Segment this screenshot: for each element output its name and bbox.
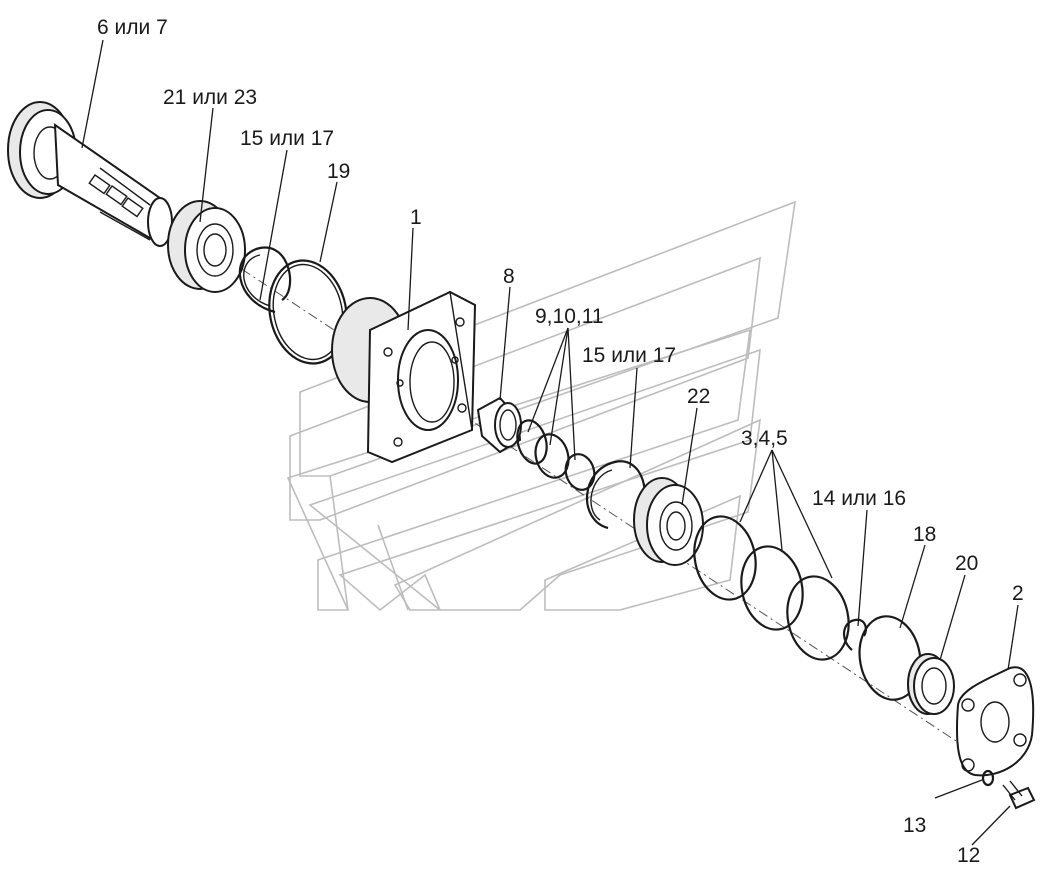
snap-ring-15-17-a	[238, 246, 292, 314]
bearing-21-23	[167, 200, 246, 293]
label-1: 1	[410, 206, 422, 229]
label-12: 12	[957, 844, 980, 867]
watermark-logo	[286, 200, 796, 612]
label-13: 13	[903, 814, 926, 837]
label-15-or-17-a: 15 или 17	[240, 127, 334, 150]
label-20: 20	[955, 552, 978, 575]
label-2: 2	[1012, 582, 1024, 605]
label-15-or-17-b: 15 или 17	[582, 344, 676, 367]
snap-ring-inner-b	[590, 469, 613, 521]
label-9-10-11: 9,10,11	[535, 305, 604, 328]
shaft-part	[7, 101, 173, 247]
bearing-22	[633, 477, 704, 566]
cover-2	[955, 666, 1035, 777]
label-8: 8	[503, 265, 515, 288]
bushing-8	[476, 396, 522, 454]
housing-part	[331, 290, 477, 464]
label-19: 19	[327, 160, 350, 183]
o-ring-19	[268, 259, 348, 365]
o-ring-18	[858, 615, 922, 701]
snap-ring-inner-a	[243, 254, 271, 307]
label-6-or-7: 6 или 7	[97, 16, 168, 39]
leader-lines	[81, 39, 1019, 846]
label-14-or-16: 14 или 16	[812, 487, 906, 510]
seal-20	[907, 653, 955, 715]
label-22: 22	[687, 385, 710, 408]
bolt-12	[1002, 780, 1036, 810]
shims-3-4-5	[693, 515, 850, 661]
label-21-or-23: 21 или 23	[163, 86, 257, 109]
label-18: 18	[913, 523, 936, 546]
washer-13	[981, 769, 995, 787]
label-3-4-5: 3,4,5	[741, 427, 788, 450]
